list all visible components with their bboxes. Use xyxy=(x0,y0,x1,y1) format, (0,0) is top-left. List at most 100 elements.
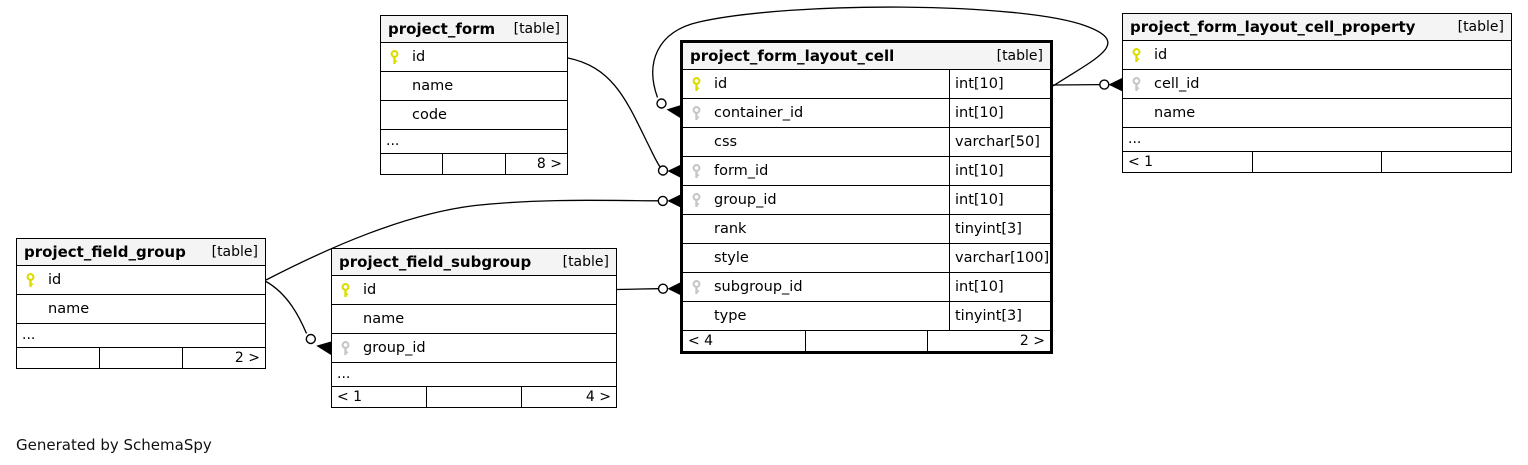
fk-key-icon xyxy=(691,186,714,214)
table-project_form_layout_cell: project_form_layout_cell [table] id int[1… xyxy=(680,40,1053,354)
pk-key-icon xyxy=(340,276,363,304)
column-name: style xyxy=(714,250,749,266)
table-title: project_form_layout_cell xyxy=(690,47,895,65)
ellipsis-row: ... xyxy=(332,363,616,387)
table-tag: [table] xyxy=(996,48,1043,64)
table-project_form_layout_cell_property: project_form_layout_cell_property [table… xyxy=(1122,13,1512,173)
column-name: name xyxy=(48,301,90,317)
column-row-name: name xyxy=(17,295,265,324)
column-name: type xyxy=(714,308,747,324)
ellipsis-row: ... xyxy=(381,130,567,154)
column-type: int[10] xyxy=(949,157,1050,185)
footer-cell: < 1 xyxy=(332,387,427,407)
pk-key-icon xyxy=(389,43,412,71)
table-tag: [table] xyxy=(562,254,609,270)
column-name: cell_id xyxy=(1154,76,1200,92)
footer-cell: < 1 xyxy=(1123,152,1253,172)
fk-key-icon xyxy=(691,99,714,127)
column-row-rank: rank tinyint[3] xyxy=(683,215,1050,244)
footer-cell xyxy=(1253,152,1383,172)
footer-cell: < 4 xyxy=(683,331,806,351)
table-header[interactable]: project_field_group [table] xyxy=(17,239,265,266)
column-name: css xyxy=(714,134,738,150)
column-type: int[10] xyxy=(949,186,1050,214)
column-row-form_id: form_id int[10] xyxy=(683,157,1050,186)
key-placeholder xyxy=(691,302,714,330)
key-placeholder xyxy=(389,101,412,129)
column-row-id: id xyxy=(17,266,265,295)
column-row-group_id: group_id int[10] xyxy=(683,186,1050,215)
column-row-style: style varchar[100] xyxy=(683,244,1050,273)
column-name: rank xyxy=(714,221,747,237)
column-row-code: code xyxy=(381,101,567,130)
footer-cell xyxy=(381,154,444,174)
table-tag: [table] xyxy=(513,21,560,37)
column-name: group_id xyxy=(714,192,777,208)
key-placeholder xyxy=(389,72,412,100)
ellipsis-row: ... xyxy=(1123,128,1511,152)
table-header[interactable]: project_form [table] xyxy=(381,16,567,43)
footer-cell xyxy=(17,348,100,368)
table-header[interactable]: project_form_layout_cell_property [table… xyxy=(1123,14,1511,41)
table-title: project_field_subgroup xyxy=(339,253,532,271)
pk-key-icon xyxy=(691,70,714,98)
column-name: form_id xyxy=(714,163,769,179)
column-row-name: name xyxy=(381,72,567,101)
key-placeholder xyxy=(691,244,714,272)
footer-cell xyxy=(806,331,929,351)
column-row-id: id int[10] xyxy=(683,70,1050,99)
column-row-name: name xyxy=(332,305,616,334)
fk-key-icon xyxy=(340,334,363,362)
table-project_field_subgroup: project_field_subgroup [table] id name gro… xyxy=(331,248,617,408)
column-row-cell_id: cell_id xyxy=(1123,70,1511,99)
column-type: tinyint[3] xyxy=(949,302,1050,330)
column-row-name: name xyxy=(1123,99,1511,128)
pk-key-icon xyxy=(1131,41,1154,69)
column-type: varchar[100] xyxy=(949,244,1050,272)
fk-key-icon xyxy=(691,273,714,301)
table-columns: id name group_id... xyxy=(332,276,616,387)
relationship-project_field_group-id-to-project_form_layout_cell-group_id xyxy=(265,194,681,281)
pk-key-icon xyxy=(25,266,48,294)
table-footer: < 4 2 > xyxy=(683,331,1050,351)
table-tag: [table] xyxy=(211,244,258,260)
footer-cell: 2 > xyxy=(234,350,260,366)
footer-cell xyxy=(443,154,506,174)
column-type: int[10] xyxy=(949,99,1050,127)
column-row-id: id xyxy=(381,43,567,72)
column-name: id xyxy=(714,76,728,92)
column-name: container_id xyxy=(714,105,804,121)
column-type: tinyint[3] xyxy=(949,215,1050,243)
relationship-project_field_group-id-to-project_field_subgroup-group_id xyxy=(265,280,331,355)
table-title: project_form_layout_cell_property xyxy=(1130,18,1416,36)
column-type: int[10] xyxy=(949,273,1050,301)
footer-cell xyxy=(1382,152,1511,172)
column-type: int[10] xyxy=(949,70,1050,98)
generated-by-note: Generated by SchemaSpy xyxy=(16,436,212,454)
relationship-project_form_layout_cell-id-to-project_form_layout_cell_property-cell_id xyxy=(1052,78,1122,92)
column-name: id xyxy=(1154,47,1168,63)
footer-cell: 8 > xyxy=(536,156,562,172)
column-name: id xyxy=(363,282,377,298)
column-row-type: type tinyint[3] xyxy=(683,302,1050,331)
column-name: name xyxy=(1154,105,1196,121)
footer-cell: 2 > xyxy=(1019,333,1046,349)
key-placeholder xyxy=(25,295,48,323)
column-name: name xyxy=(363,311,405,327)
column-row-container_id: container_id int[10] xyxy=(683,99,1050,128)
column-name: group_id xyxy=(363,340,426,356)
table-header[interactable]: project_form_layout_cell [table] xyxy=(683,43,1050,70)
key-placeholder xyxy=(691,215,714,243)
table-title: project_form xyxy=(388,20,496,38)
table-header[interactable]: project_field_subgroup [table] xyxy=(332,249,616,276)
footer-cell xyxy=(100,348,183,368)
